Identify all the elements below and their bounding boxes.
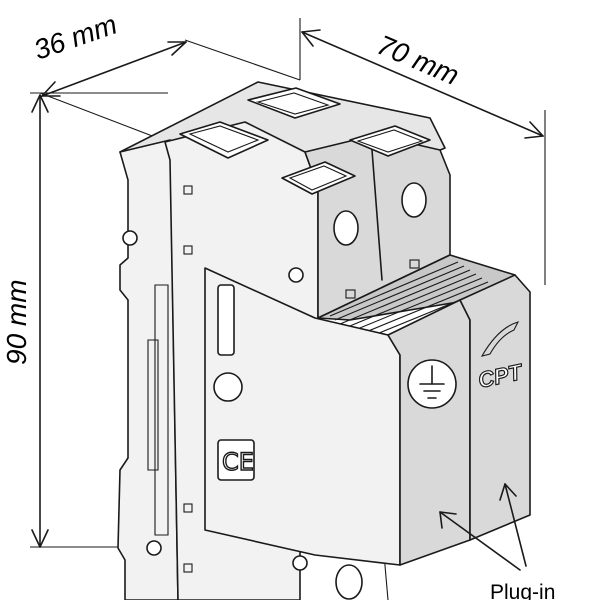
ce-mark: CE xyxy=(222,448,254,476)
indicator-square-4 xyxy=(183,563,193,573)
indicator-square-2 xyxy=(183,245,193,255)
status-window xyxy=(217,284,235,356)
din-clip-recess xyxy=(147,284,169,536)
indicator-square-1 xyxy=(183,185,193,195)
mounting-hole-lower xyxy=(146,540,162,556)
ext-line-width-right xyxy=(184,39,301,81)
ext-line-width-left xyxy=(39,92,169,143)
terminal-slot-back-left xyxy=(247,87,341,119)
status-indicator xyxy=(213,372,243,402)
terminal-screw-hole-3 xyxy=(335,564,363,600)
indicator-square-3 xyxy=(183,503,193,513)
plug-in-modules: CE CPT xyxy=(204,254,531,571)
terminal-slot-front-left-inner xyxy=(188,125,260,153)
module-2-side-face xyxy=(459,274,531,541)
height-dimension xyxy=(31,94,49,548)
earth-ground-icon xyxy=(407,359,457,409)
ce-mark-box xyxy=(217,439,255,481)
small-hole-side-upper xyxy=(288,267,304,283)
module-tab-2 xyxy=(409,259,420,269)
terminal-slot-front-right-inner xyxy=(288,165,348,191)
terminal-slot-back-left-inner xyxy=(256,92,330,115)
terminal-slot-front-right xyxy=(281,161,356,195)
height-dimension-label: 90 mm xyxy=(1,279,32,365)
small-hole-side-lower xyxy=(292,555,308,571)
module-tab-1 xyxy=(345,289,356,299)
terminal-slot-back-right xyxy=(349,125,431,157)
plug-in-callout-arrows xyxy=(439,483,527,571)
rib-lines xyxy=(329,261,495,341)
width-dimension-label: 36 mm xyxy=(30,9,121,66)
plug-in-label: Plug-in xyxy=(490,581,555,600)
dimension-lines xyxy=(30,18,546,548)
terminal-screw-hole-1 xyxy=(333,210,359,246)
pole-separator xyxy=(371,149,383,281)
terminal-screw-hole-2 xyxy=(401,182,427,218)
depth-dimension xyxy=(301,29,544,139)
terminal-slot-back-right-inner xyxy=(356,129,424,153)
width-dimension xyxy=(41,41,187,97)
mounting-hole-upper xyxy=(122,230,138,246)
